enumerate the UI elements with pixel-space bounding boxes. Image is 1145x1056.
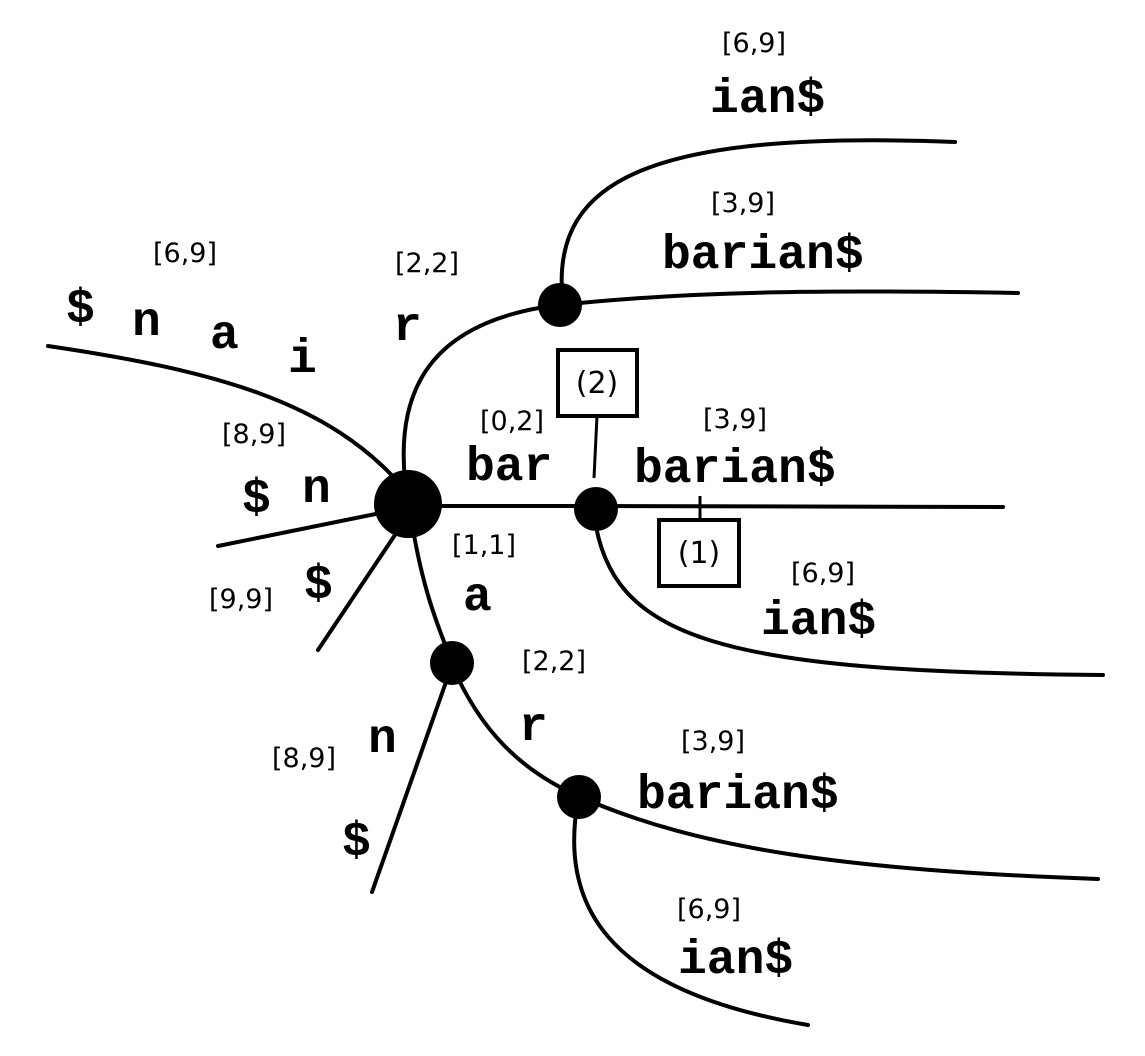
- range-left-nair: [6,9]: [153, 238, 217, 269]
- node-a: [430, 641, 474, 685]
- range-top-barian: [3,9]: [711, 188, 775, 219]
- label-left-char-n: n: [132, 296, 161, 350]
- node-r: [538, 283, 582, 327]
- edge-top-barian: [558, 289, 1020, 307]
- marker-two-connector: [592, 415, 599, 479]
- range-left-dollar: [9,9]: [209, 584, 273, 615]
- range-mid-barian: [3,9]: [703, 404, 767, 435]
- marker-two-label: (2): [576, 366, 619, 401]
- label-top-barian: barian$: [662, 229, 864, 283]
- label-mid-ian: ian$: [761, 595, 876, 649]
- edge-low-barian: [576, 794, 1100, 881]
- range-r2-edge: [2,2]: [522, 646, 586, 677]
- label-low-barian: barian$: [637, 769, 839, 823]
- range-a-edge: [1,1]: [452, 530, 516, 561]
- range-bar-edge: [0,2]: [480, 406, 544, 437]
- edge-r: [401, 303, 560, 482]
- edge-mid-barian: [593, 504, 1005, 509]
- label-left-char-a: a: [210, 309, 239, 363]
- edge-left-dollar: [316, 518, 407, 652]
- marker-one-box: [657, 518, 741, 588]
- range-low-ian: [6,9]: [677, 894, 741, 925]
- label-left-n-dollar: $: [242, 473, 271, 527]
- node-bar: [574, 487, 618, 531]
- node-ar: [557, 775, 601, 819]
- edge-left-n: [216, 506, 407, 548]
- range-r-edge: [2,2]: [395, 248, 459, 279]
- edge-mid-ian: [592, 512, 1105, 677]
- label-top-ian: ian$: [710, 73, 825, 127]
- label-low-ian: ian$: [678, 934, 793, 988]
- edge-top-ian: [559, 138, 957, 294]
- label-left-char-dollar: $: [66, 283, 95, 337]
- marker-one-label: (1): [678, 536, 721, 571]
- label-r2-edge: r: [519, 701, 548, 755]
- range-left-n: [8,9]: [222, 419, 286, 450]
- label-low-n: n: [368, 713, 397, 767]
- marker-two-box: [556, 348, 639, 418]
- edge-low-n: [370, 663, 454, 894]
- label-r-edge: r: [393, 301, 422, 355]
- range-low-n: [8,9]: [272, 743, 336, 774]
- label-left-char-i: i: [288, 333, 317, 387]
- label-left-n-n: n: [302, 463, 331, 517]
- edge-left-nair: [46, 344, 407, 492]
- label-bar-edge: bar: [466, 441, 552, 495]
- label-a-edge: a: [463, 571, 492, 625]
- range-top-ian: [6,9]: [722, 28, 786, 59]
- label-left-dollar: $: [304, 559, 333, 613]
- root-node: [374, 470, 442, 538]
- edge-r2: [450, 663, 580, 798]
- edge-low-ian: [572, 798, 810, 1027]
- label-mid-barian: barian$: [634, 443, 836, 497]
- range-low-barian: [3,9]: [681, 726, 745, 757]
- label-low-dollar: $: [342, 816, 371, 870]
- range-mid-ian: [6,9]: [791, 558, 855, 589]
